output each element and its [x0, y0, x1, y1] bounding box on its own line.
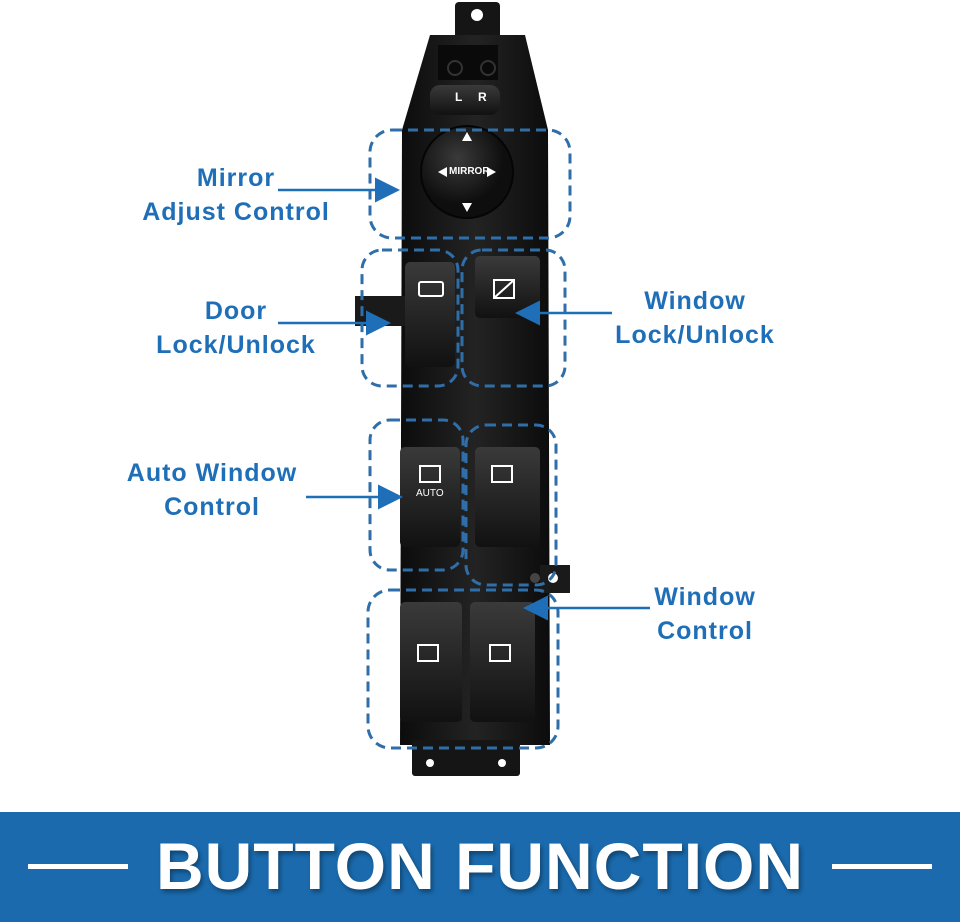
auto-label: AUTO [416, 488, 444, 499]
window-button-rear-right [470, 602, 535, 722]
window-button-rear-left [400, 602, 462, 722]
window-button-front-right [475, 447, 540, 547]
banner-title: BUTTON FUNCTION [155, 829, 805, 903]
front-window-region-box [464, 423, 558, 587]
banner-rule-left [28, 864, 128, 869]
window-switch-panel [278, 2, 650, 776]
rocker-left-label: L [455, 90, 463, 104]
door-lock-button [405, 262, 455, 367]
rocker-right-label: R [478, 90, 487, 104]
title-banner: BUTTON FUNCTION [0, 812, 960, 922]
window-control-region-box [366, 588, 560, 750]
auto-window-button [400, 447, 460, 547]
mirror-knob [420, 125, 514, 219]
banner-rule-right [832, 864, 932, 869]
mirror-knob-label: MIRROR [449, 166, 490, 177]
panel-body [355, 2, 570, 776]
window-lock-button [475, 256, 540, 318]
door-lock-region-box [360, 248, 460, 388]
